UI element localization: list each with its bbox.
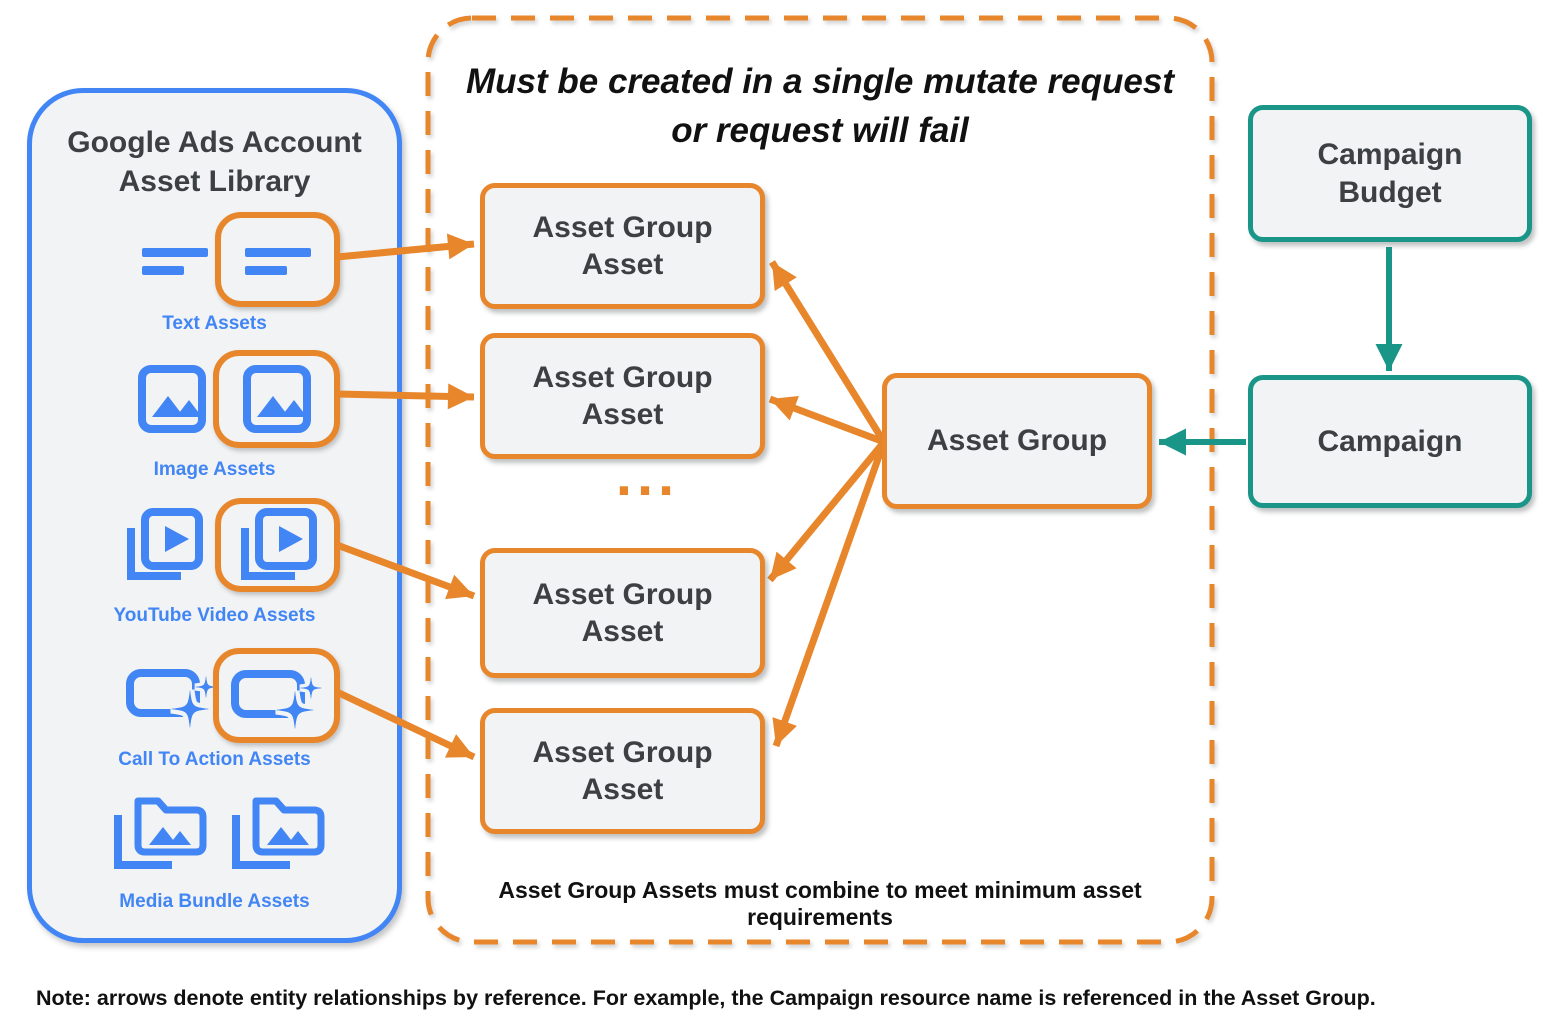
asset-library-title-line1: Google Ads Account — [67, 126, 362, 159]
asset-library-title-line2: Asset Library — [118, 165, 311, 198]
mutate-region-title-line1: Must be created in a single mutate reque… — [466, 62, 1174, 101]
asset-group-label: Asset Group — [926, 424, 1108, 457]
media-bundle-asset-icon — [228, 795, 328, 873]
mutate-region-title-line2: or request will fail — [671, 111, 969, 150]
cta-assets-row — [32, 648, 397, 743]
text-assets-row — [32, 212, 397, 307]
asset-group-asset-label: Asset Group Asset — [532, 578, 713, 648]
campaign-budget-label-line1: Campaign — [1317, 137, 1463, 171]
cta-assets-label: Call To Action Assets — [118, 749, 311, 770]
asset-group-box: Asset Group — [882, 373, 1152, 509]
campaign-budget-label-line2: Budget — [1338, 175, 1442, 209]
selected-image-asset-ring — [213, 350, 340, 448]
image-assets-label: Image Assets — [153, 459, 276, 480]
campaign-box: Campaign — [1248, 375, 1532, 508]
selected-text-asset-ring — [215, 212, 340, 307]
asset-library-panel: Google Ads Account Asset Library Text As… — [27, 88, 402, 943]
mutate-region-footnote: Asset Group Assets must combine to meet … — [498, 877, 1142, 930]
mutate-request-region: Must be created in a single mutate reque… — [425, 15, 1215, 945]
asset-library-title: Google Ads Account Asset Library — [32, 123, 397, 201]
campaign-budget-box: Campaign Budget — [1248, 105, 1532, 242]
image-asset-icon — [138, 365, 206, 433]
campaign-label: Campaign — [1317, 424, 1463, 458]
text-asset-icon — [140, 212, 210, 307]
asset-group-asset-box-4: Asset Group Asset — [480, 708, 765, 834]
media-bundle-assets-row — [32, 795, 397, 873]
asset-group-asset-label: Asset Group Asset — [532, 211, 713, 281]
youtube-assets-row — [32, 498, 397, 592]
diagram-note: Note: arrows denote entity relationships… — [36, 986, 1376, 1010]
selected-youtube-asset-ring — [215, 498, 340, 592]
asset-group-asset-label: Asset Group Asset — [532, 361, 713, 431]
text-assets-label: Text Assets — [162, 313, 267, 334]
image-asset-icon — [243, 365, 311, 433]
youtube-video-asset-icon — [123, 506, 205, 584]
image-assets-row — [32, 350, 397, 448]
asset-group-asset-box-1: Asset Group Asset — [480, 183, 765, 309]
call-to-action-asset-icon — [231, 660, 323, 732]
asset-group-asset-box-3: Asset Group Asset — [480, 548, 765, 678]
media-bundle-asset-icon — [110, 795, 210, 873]
youtube-video-asset-icon — [237, 506, 319, 584]
selected-cta-asset-ring — [213, 648, 340, 743]
media-bundle-assets-label: Media Bundle Assets — [119, 891, 310, 912]
call-to-action-asset-icon — [126, 659, 218, 731]
youtube-assets-label: YouTube Video Assets — [113, 605, 316, 626]
dashed-region-border — [425, 15, 1215, 945]
text-asset-icon — [243, 212, 313, 307]
asset-group-asset-label: Asset Group Asset — [532, 736, 713, 806]
mutate-region-title: Must be created in a single mutate reque… — [425, 57, 1215, 155]
asset-group-asset-box-2: Asset Group Asset — [480, 333, 765, 459]
campaign-budget-label: Campaign Budget — [1317, 136, 1462, 212]
